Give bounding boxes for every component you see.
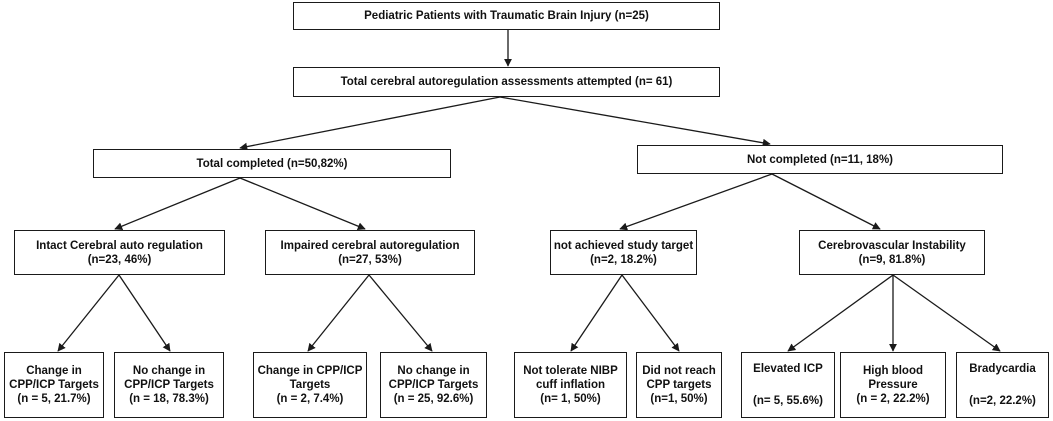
node-impaired-change-line2: Targets [289,379,331,391]
node-bp-line2: Pressure [868,379,918,391]
node-not-achieved-line2: (n=2, 18.2%) [590,253,657,266]
node-intact-line1: Intact Cerebral auto regulation [36,239,203,252]
node-icp-line2: (n= 5, 55.6%) [753,395,823,407]
arrow-notcompleted-to-instability [771,173,881,230]
node-not-achieved: not achieved study target (n=2, 18.2%) [550,230,697,275]
node-impaired-line1: Impaired cerebral autoregulation [280,239,460,252]
node-cpp-line1: Did not reach [642,365,716,377]
node-bp-line3: (n = 2, 22.2%) [856,393,930,405]
arrow-intact-to-nochange [118,274,171,352]
node-impaired-nochange-line1: No change in [397,365,470,377]
arrow-impaired-to-change [307,274,370,352]
node-impaired-change-line1: Change in CPP/ICP [257,365,363,377]
arrow-completed-to-intact [114,177,241,230]
node-intact-line2: (n=23, 46%) [87,253,152,266]
arrow-attempted-to-completed [239,96,501,151]
node-bp: High blood Pressure (n = 2, 22.2%) [840,352,946,418]
node-intact-nochange-line3: (n = 18, 78.3%) [129,393,209,405]
node-impaired: Impaired cerebral autoregulation (n=27, … [265,230,475,275]
arrow-notachieved-to-cpp [621,274,680,352]
node-brady: Bradycardia (n=2, 22.2%) [956,352,1049,418]
node-instability: Cerebrovascular Instability (n=9, 81.8%) [799,230,985,275]
node-nibp-line3: (n= 1, 50%) [540,393,601,405]
node-icp: Elevated ICP (n= 5, 55.6%) [741,352,835,418]
node-cpp-line3: (n=1, 50%) [650,393,708,405]
node-not-completed: Not completed (n=11, 18%) [637,145,1003,174]
node-brady-line1: Bradycardia [969,363,1036,375]
node-impaired-line2: (n=27, 53%) [338,253,402,266]
node-instability-line2: (n=9, 81.8%) [858,253,926,266]
node-impaired-nochange-line2: CPP/ICP Targets [388,379,479,391]
node-cpp-line2: CPP targets [646,379,712,391]
node-nibp-line1: Not tolerate NIBP [523,365,618,377]
node-cpp: Did not reach CPP targets (n=1, 50%) [636,352,722,418]
node-nibp-line2: cuff inflation [536,379,605,391]
arrow-instability-to-brady [892,274,1001,352]
node-impaired-change-line3: (n = 2, 7.4%) [276,393,344,405]
arrow-intact-to-change [57,274,120,352]
node-completed-label: Total completed (n=50,82%) [196,157,348,170]
arrow-instability-to-icp [787,274,894,352]
node-intact-change: Change in CPP/ICP Targets (n = 5, 21.7%) [4,352,104,418]
node-icp-line1: Elevated ICP [753,363,823,375]
node-intact-nochange-line1: No change in [132,365,206,377]
node-intact-nochange: No change in CPP/ICP Targets (n = 18, 78… [114,352,224,418]
node-not-completed-label: Not completed (n=11, 18%) [746,153,894,166]
node-impaired-nochange: No change in CPP/ICP Targets (n = 25, 92… [380,352,487,418]
node-root-label: Pediatric Patients with Traumatic Brain … [364,10,649,22]
node-impaired-nochange-line3: (n = 25, 92.6%) [393,393,474,405]
node-intact-change-line1: Change in [26,365,82,377]
arrow-notachieved-to-nibp [570,274,623,352]
node-nibp: Not tolerate NIBP cuff inflation (n= 1, … [514,352,627,418]
node-root: Pediatric Patients with Traumatic Brain … [293,2,720,30]
arrow-impaired-to-nochange [368,274,433,352]
arrow-notcompleted-to-notachieved [619,173,773,231]
node-attempted-label: Total cerebral autoregulation assessment… [340,76,673,88]
node-brady-line2: (n=2, 22.2%) [969,395,1036,407]
arrow-attempted-to-not-completed [499,96,771,147]
node-impaired-change: Change in CPP/ICP Targets (n = 2, 7.4%) [253,352,367,418]
node-completed: Total completed (n=50,82%) [93,149,451,178]
node-intact-change-line2: CPP/ICP Targets [9,379,99,391]
node-intact-change-line3: (n = 5, 21.7%) [17,393,91,405]
node-bp-line1: High blood [862,365,924,377]
arrows [57,30,1001,352]
arrow-completed-to-impaired [239,177,366,230]
node-attempted: Total cerebral autoregulation assessment… [293,67,720,97]
node-intact-nochange-line2: CPP/ICP Targets [124,379,214,391]
node-instability-line1: Cerebrovascular Instability [818,239,966,252]
node-not-achieved-line1: not achieved study target [553,239,694,252]
node-intact: Intact Cerebral auto regulation (n=23, 4… [14,230,225,275]
